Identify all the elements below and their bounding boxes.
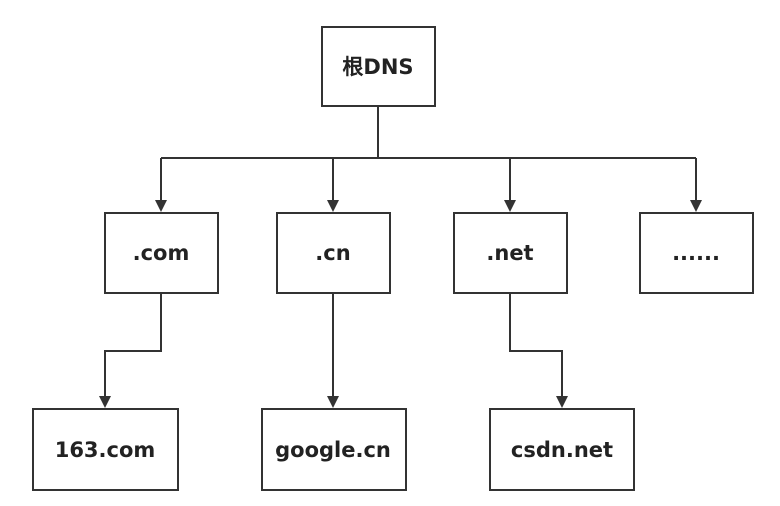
node-root-dns-box bbox=[321, 26, 436, 107]
node-tld-more: ...... bbox=[639, 212, 754, 294]
node-domain-google-box bbox=[261, 408, 407, 491]
node-tld-cn-box bbox=[276, 212, 391, 294]
node-tld-cn-label: .cn bbox=[315, 241, 350, 265]
node-root-dns-label: 根DNS bbox=[342, 55, 413, 79]
node-tld-net: .net bbox=[453, 212, 568, 294]
node-domain-google: google.cn bbox=[261, 408, 407, 491]
edges-root-to-tld bbox=[155, 106, 702, 212]
edge-com-to-163 bbox=[99, 293, 162, 408]
node-domain-163-box bbox=[32, 408, 179, 491]
node-tld-cn: .cn bbox=[276, 212, 391, 294]
edges-tld-to-domain bbox=[99, 293, 568, 408]
node-tld-com-label: .com bbox=[133, 241, 190, 265]
node-root-dns: 根DNS bbox=[321, 26, 436, 107]
node-domain-163: 163.com bbox=[32, 408, 179, 491]
node-domain-csdn-label: csdn.net bbox=[511, 438, 613, 462]
node-domain-google-label: google.cn bbox=[275, 438, 391, 462]
node-tld-com-box bbox=[104, 212, 219, 294]
node-domain-csdn-box bbox=[489, 408, 635, 491]
node-tld-net-label: .net bbox=[486, 241, 533, 265]
node-tld-more-label: ...... bbox=[672, 241, 720, 265]
node-tld-net-box bbox=[453, 212, 568, 294]
node-tld-com: .com bbox=[104, 212, 219, 294]
node-tld-more-box bbox=[639, 212, 754, 294]
node-domain-163-label: 163.com bbox=[55, 438, 156, 462]
edge-net-to-csdn bbox=[509, 293, 568, 408]
node-domain-csdn: csdn.net bbox=[489, 408, 635, 491]
